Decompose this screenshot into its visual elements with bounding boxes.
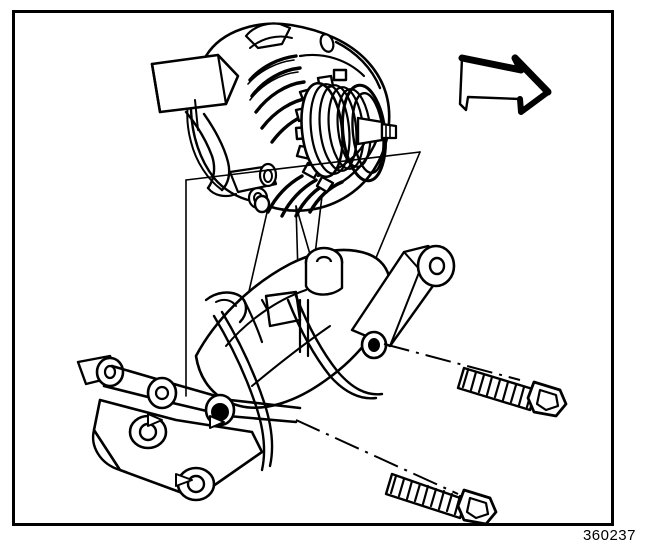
direction-arrow-icon [458, 54, 552, 115]
drawing-layer [76, 22, 568, 524]
bolt-upper [456, 366, 568, 418]
serpentine-pulley [300, 81, 398, 183]
illustration-border [12, 10, 614, 526]
wire-harness [212, 294, 384, 472]
bolt-lower [384, 472, 498, 524]
assembly-centerlines [295, 343, 521, 495]
centerline-upper [383, 343, 521, 381]
centerline-lower [295, 419, 459, 495]
alternator-assembly [150, 22, 398, 218]
figure-number: 360237 [582, 527, 636, 544]
